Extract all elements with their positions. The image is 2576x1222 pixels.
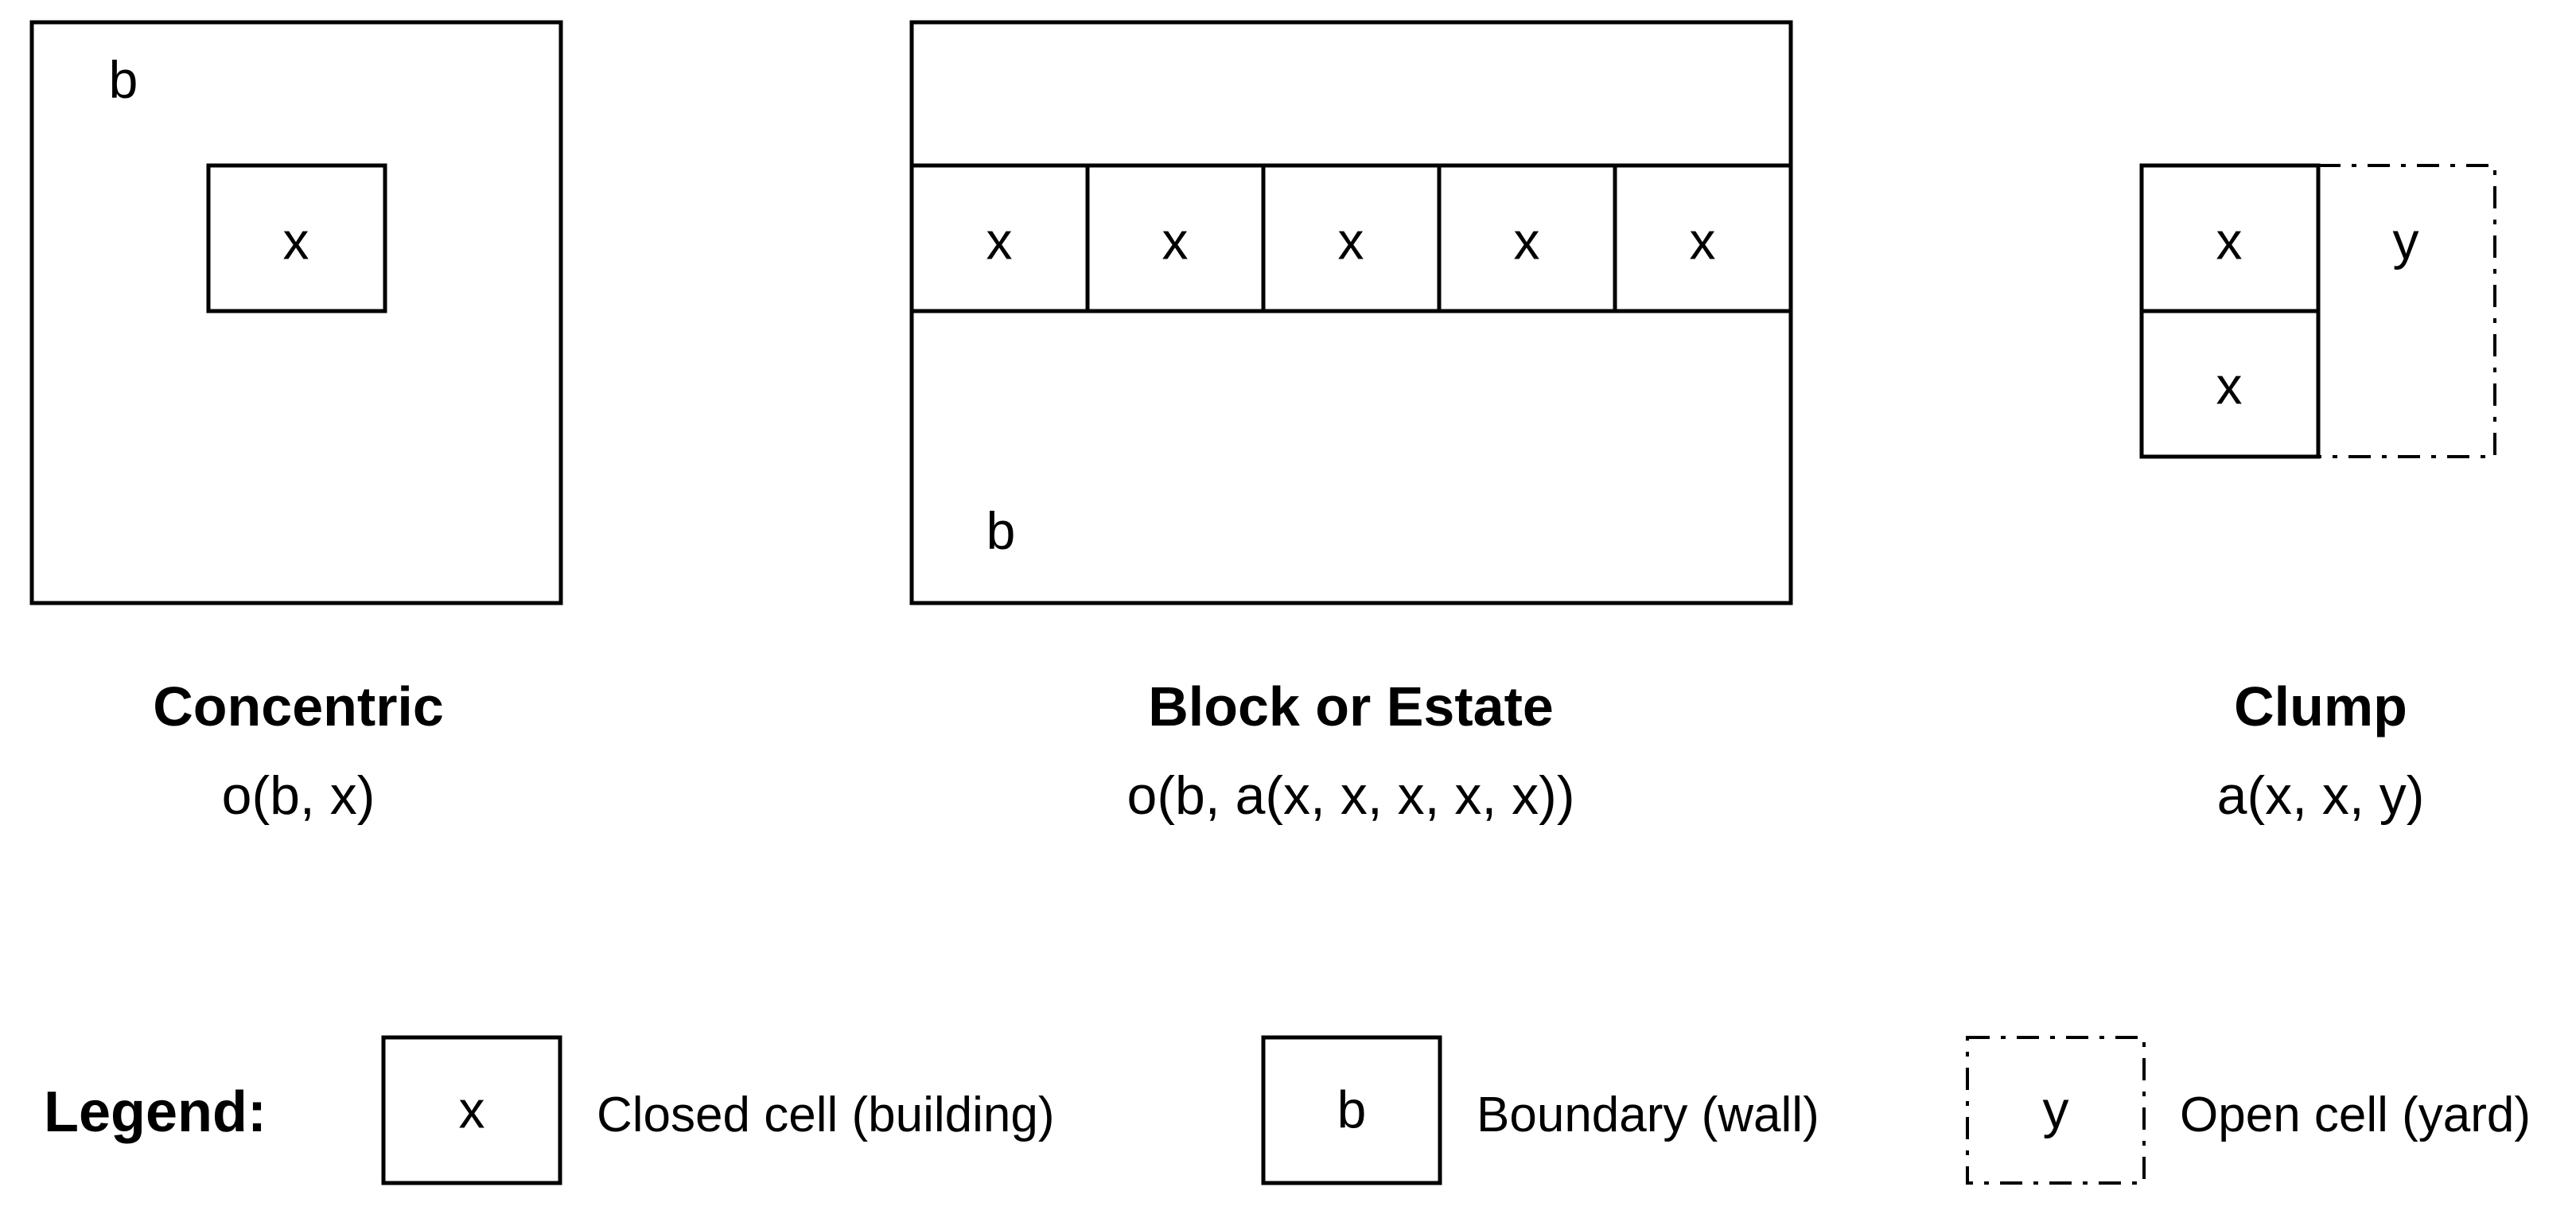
legend-boundary-swatch	[1261, 1035, 1442, 1185]
legend-open-cell-label: Open cell (yard)	[2180, 1088, 2531, 1142]
legend-closed-cell-symbol: x	[459, 1080, 485, 1138]
concentric-boundary-label: b	[109, 50, 138, 109]
legend-closed-cell-swatch	[381, 1035, 562, 1185]
legend-boundary-symbol: b	[1337, 1080, 1367, 1138]
legend: Legend: x Closed cell (building) b Bound…	[44, 1035, 2531, 1185]
block-cell-label: x	[1338, 211, 1364, 270]
clump-formula: a(x, x, y)	[2217, 765, 2425, 826]
clump-cell-bottom	[2139, 309, 2321, 459]
legend-open-cell-symbol: y	[2043, 1080, 2069, 1138]
concentric-cell-label: x	[283, 211, 309, 270]
block-cell-label: x	[986, 211, 1013, 270]
block-title: Block or Estate	[1148, 675, 1554, 737]
concentric-boundary	[29, 20, 563, 605]
clump-pattern: x x y Clump a(x, x, y)	[2139, 163, 2496, 826]
block-estate-pattern: x x x x x b Block or Estate o(b, a(x, x,…	[909, 20, 1793, 826]
clump-yard-outline	[2318, 164, 2496, 458]
concentric-cell	[206, 163, 387, 313]
concentric-pattern: b x Concentric o(b, x)	[29, 20, 563, 826]
legend-closed-cell-label: Closed cell (building)	[597, 1088, 1055, 1142]
clump-title: Clump	[2234, 675, 2407, 737]
legend-title: Legend:	[44, 1080, 267, 1144]
concentric-formula: o(b, x)	[222, 765, 376, 826]
clump-cell-bottom-label: x	[2216, 356, 2243, 414]
block-cell-label: x	[1162, 211, 1189, 270]
block-cell-label: x	[1690, 211, 1716, 270]
block-cell-label: x	[1514, 211, 1540, 270]
block-boundary-label: b	[986, 501, 1016, 560]
block-formula: o(b, a(x, x, x, x, x))	[1127, 765, 1575, 826]
legend-open-cell-swatch	[1966, 1036, 2146, 1185]
clump-cell-top-label: x	[2216, 211, 2243, 270]
clump-yard-label: y	[2393, 211, 2419, 270]
concentric-title: Concentric	[153, 675, 444, 737]
legend-boundary-label: Boundary (wall)	[1477, 1088, 1819, 1142]
